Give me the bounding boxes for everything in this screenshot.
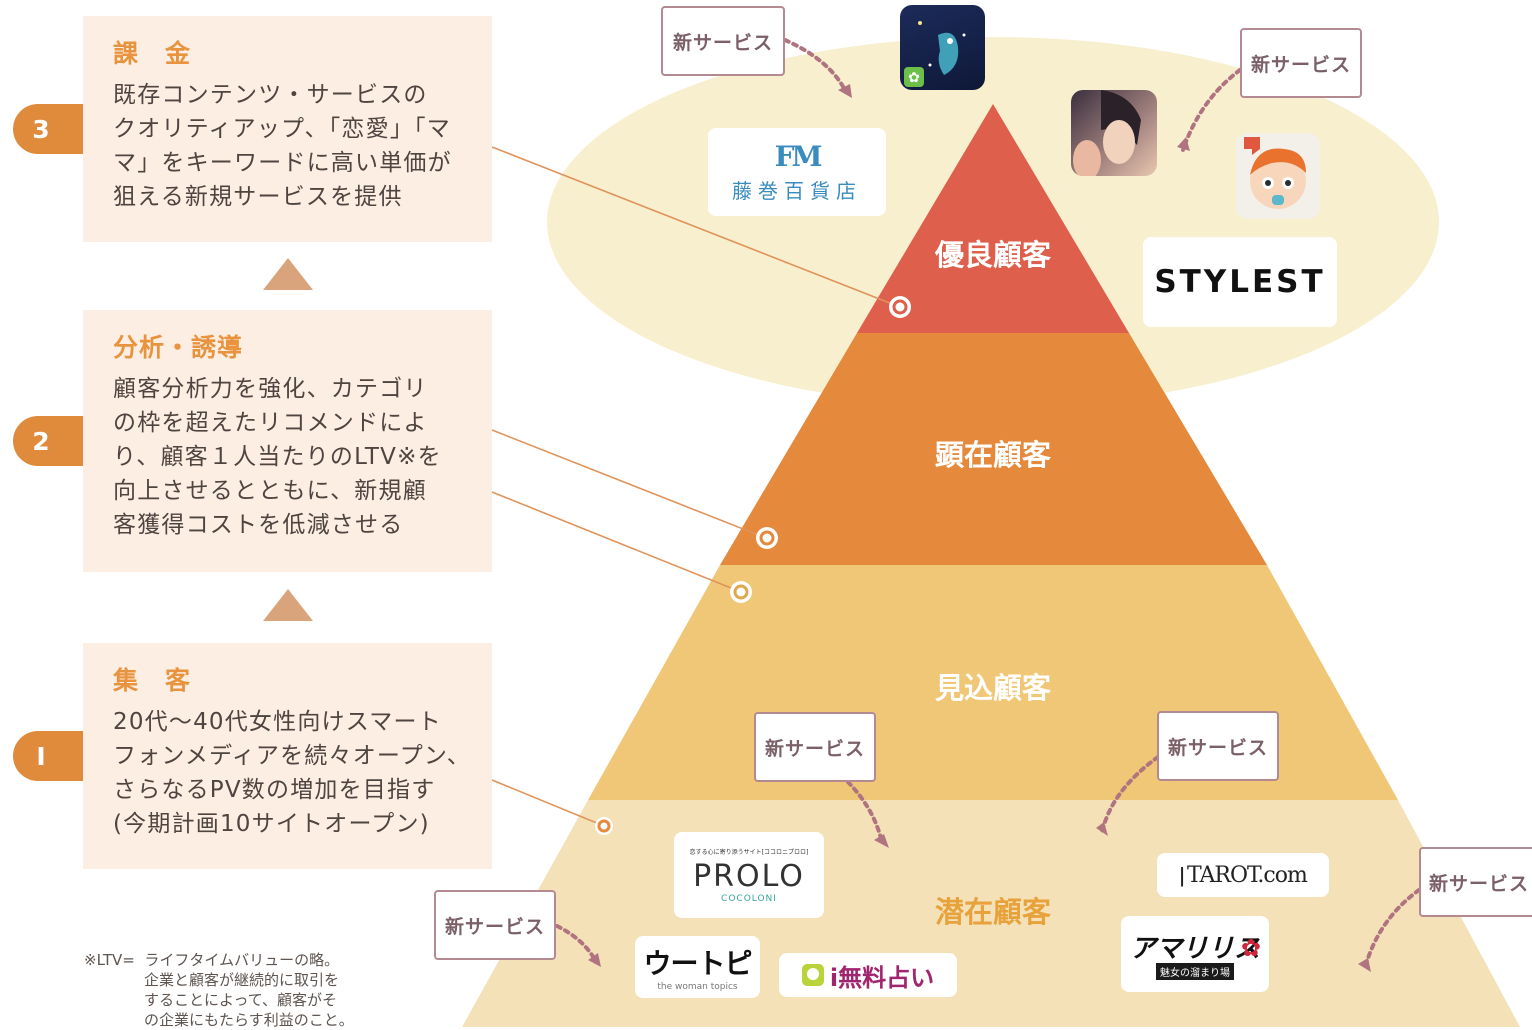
arrow-mid-right bbox=[1100, 755, 1160, 834]
fujimaki-mark-icon: FM bbox=[774, 140, 823, 173]
flower-icon: ✿ bbox=[1240, 934, 1261, 962]
star-reading-app-icon: ✿ bbox=[900, 5, 985, 90]
connector-2b bbox=[491, 491, 742, 593]
baby-app-icon bbox=[1236, 133, 1320, 219]
connector-dot-3 bbox=[889, 296, 911, 318]
imuryo-uranai-logo: i無料占い bbox=[779, 953, 957, 997]
step-3-body: 既存コンテンツ・サービスの クオリティアップ、「恋愛」「マ マ」をキーワードに高… bbox=[113, 82, 452, 210]
tarot-name: TAROT.com bbox=[1187, 862, 1308, 888]
tier-label-premium: 優良顧客 bbox=[934, 238, 1052, 272]
moon-icon bbox=[801, 964, 824, 986]
imuryo-name: i無料占い bbox=[829, 963, 935, 992]
fujimaki-name: 藤巻百貨店 bbox=[732, 179, 862, 203]
step-3-number: 3 bbox=[13, 104, 83, 154]
step-3-title: 課 金 bbox=[113, 39, 192, 68]
new-service-badge: 新サービス bbox=[1419, 847, 1532, 917]
connector-dot-2a bbox=[756, 527, 778, 549]
step-1-number: I bbox=[13, 731, 83, 781]
step-1-body: 20代～40代女性向けスマート フォンメディアを続々オープン、 さらなるPV数の… bbox=[113, 709, 471, 837]
prolo-name: PROLO bbox=[693, 858, 805, 894]
prolo-logo: 恋する心に寄り添うサイト[ココロニプロロ] PROLO COCOLONI bbox=[674, 832, 824, 918]
step-2-body: 顧客分析力を強化、カテゴリ の枠を超えたリコメンドによ り、顧客１人当たりのLT… bbox=[113, 376, 442, 538]
step-1-title: 集 客 bbox=[113, 666, 192, 695]
stylest-name: STYLEST bbox=[1154, 264, 1326, 300]
step-2-box: 分析・誘導 顧客分析力を強化、カテゴリ の枠を超えたリコメンドによ り、顧客１人… bbox=[83, 310, 492, 572]
connector-1 bbox=[491, 779, 605, 827]
arrow-top-left bbox=[783, 38, 848, 94]
new-service-badge: 新サービス bbox=[434, 890, 556, 960]
wotopi-name: ウートピ bbox=[643, 947, 752, 980]
connector-2a bbox=[491, 429, 767, 539]
prolo-tagline: 恋する心に寄り添うサイト[ココロニプロロ] bbox=[689, 848, 809, 856]
romance-game-app-icon bbox=[1071, 90, 1157, 176]
arrow-top-right bbox=[1181, 68, 1242, 152]
amaryllis-logo: アマリリス 魅女の溜まり場 ✿ bbox=[1121, 916, 1269, 992]
stylest-logo: STYLEST bbox=[1143, 237, 1337, 327]
new-service-badge: 新サービス bbox=[1157, 711, 1279, 781]
step-2-title: 分析・誘導 bbox=[113, 333, 244, 362]
tier-apparent bbox=[720, 333, 1267, 565]
step-3-box: 課 金 既存コンテンツ・サービスの クオリティアップ、「恋愛」「マ マ」をキーワ… bbox=[83, 16, 492, 242]
prolo-sub: COCOLONI bbox=[721, 893, 777, 904]
new-service-badge: 新サービス bbox=[1240, 28, 1362, 98]
step-2-number: 2 bbox=[13, 416, 83, 466]
tier-premium bbox=[857, 104, 1129, 333]
new-service-badge: 新サービス bbox=[661, 6, 785, 76]
up-arrow-icon bbox=[263, 258, 313, 290]
tier-label-latent: 潜在顧客 bbox=[935, 895, 1052, 929]
step-1-box: 集 客 20代～40代女性向けスマート フォンメディアを続々オープン、 さらなる… bbox=[83, 643, 492, 869]
connector-dot-2b bbox=[730, 581, 752, 603]
ltv-footnote: ※LTV= ライフタイムバリューの略。 企業と顧客が継続的に取引を することによ… bbox=[84, 951, 354, 1029]
up-arrow-icon bbox=[263, 589, 313, 621]
amaryllis-name: アマリリス bbox=[1129, 934, 1260, 964]
tier-label-prospect: 見込顧客 bbox=[935, 671, 1052, 705]
amaryllis-sub: 魅女の溜まり場 bbox=[1156, 963, 1234, 980]
connector-3 bbox=[491, 146, 901, 308]
tier-label-apparent: 顕在顧客 bbox=[935, 438, 1052, 472]
fujimaki-logo: FM 藤巻百貨店 bbox=[708, 128, 886, 216]
new-service-badge: 新サービス bbox=[754, 712, 876, 782]
tarot-figure-icon: ǀ bbox=[1179, 863, 1186, 887]
tarot-logo: ǀ TAROT.com bbox=[1157, 853, 1329, 897]
wotopi-sub: the woman topics bbox=[657, 982, 738, 992]
svg-text:✿: ✿ bbox=[908, 70, 920, 86]
wotopi-logo: ウートピ the woman topics bbox=[635, 936, 760, 998]
